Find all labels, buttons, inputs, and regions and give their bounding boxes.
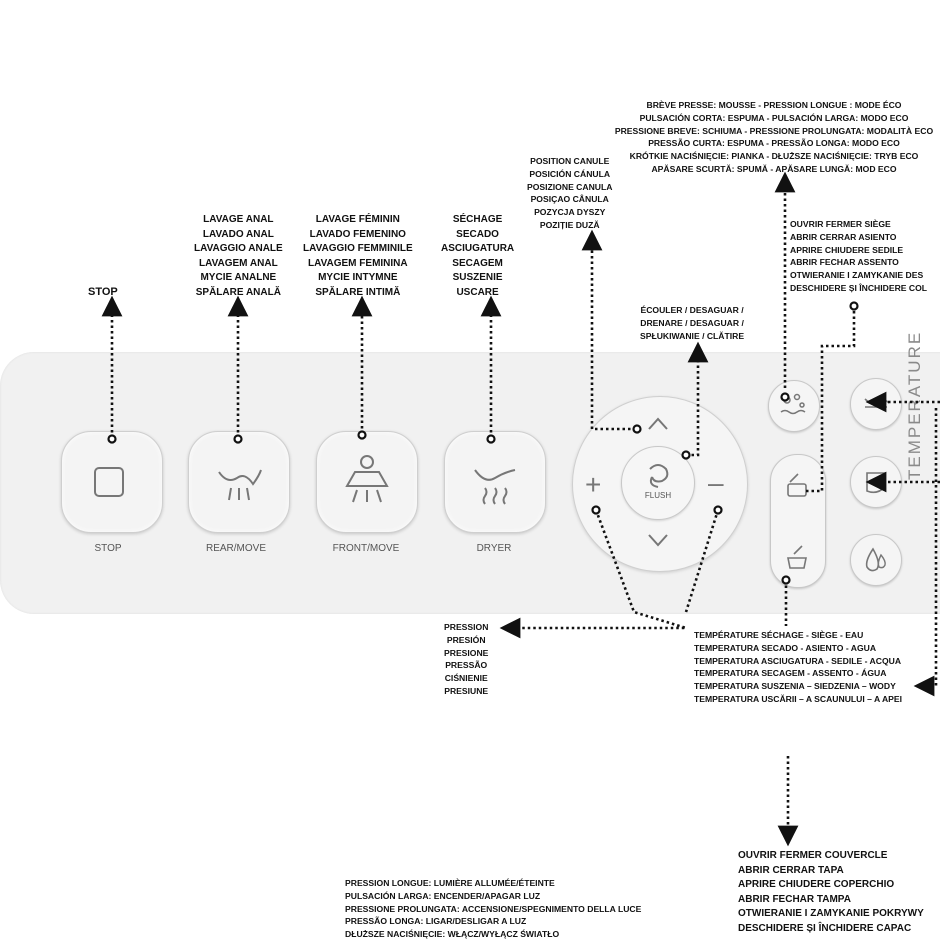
pressure-minus-button[interactable]: – xyxy=(708,467,724,498)
callout-flush: ÉCOULER / DESAGUAR / DRENARE / DESAGUAR … xyxy=(640,305,745,341)
dryer-icon xyxy=(474,469,516,505)
callout-lid: OUVRIR FERMER COUVERCLE ABRIR CERRAR TAP… xyxy=(738,850,924,934)
callout-seat: OUVRIR FERMER SIÈGE ABRIR CERRAR ASIENTO… xyxy=(790,219,928,293)
nozzle-down-button[interactable] xyxy=(646,528,670,554)
flush-button[interactable]: FLUSH xyxy=(621,446,695,520)
front-wash-caption: FRONT/MOVE xyxy=(332,543,400,554)
lid-button[interactable] xyxy=(772,532,822,582)
callout-feminine-wash: LAVAGE FÉMININ LAVADO FEMENINO LAVAGGIO … xyxy=(303,214,413,298)
stop-button-caption: STOP xyxy=(94,543,122,554)
lid-open-icon xyxy=(787,545,807,569)
stop-button[interactable] xyxy=(61,431,163,533)
seat-open-icon xyxy=(787,473,807,497)
callout-drying: SÉCHAGE SECADO ASCIUGATURA SECAGEM SUSZE… xyxy=(441,214,515,298)
flush-label: FLUSH xyxy=(644,491,672,500)
callout-anal-wash: LAVAGE ANAL LAVADO ANAL LAVAGGIO ANALE L… xyxy=(194,214,283,298)
seat-button[interactable] xyxy=(772,462,822,512)
front-wash-icon xyxy=(345,455,389,503)
chevron-up-icon xyxy=(648,417,668,430)
temperature-vertical-label: TEMPERATURE xyxy=(905,330,924,480)
dryer-button[interactable] xyxy=(444,431,546,533)
callout-temperature: TEMPÉRATURE SÉCHAGE - SIÈGE - EAU TEMPER… xyxy=(694,630,903,704)
rear-wash-button[interactable] xyxy=(188,431,290,533)
water-temperature-button[interactable] xyxy=(850,534,902,586)
swirl-icon xyxy=(649,464,669,488)
foam-icon xyxy=(780,393,806,415)
rear-wash-caption: REAR/MOVE xyxy=(205,543,266,554)
dryer-caption: DRYER xyxy=(476,543,512,554)
callout-foam-eco: BRÈVE PRESSE: MOUSSE - PRESSION LONGUE :… xyxy=(614,100,934,174)
rear-wash-icon xyxy=(218,469,262,501)
stop-icon xyxy=(94,467,124,497)
water-drop-icon xyxy=(865,547,886,572)
chevron-down-icon xyxy=(648,534,668,547)
callout-light: PRESSION LONGUE: LUMIÈRE ALLUMÉE/ÉTEINTE… xyxy=(345,878,642,940)
seat-temp-icon xyxy=(866,472,886,494)
seat-temperature-button[interactable] xyxy=(850,456,902,508)
pressure-plus-button[interactable]: + xyxy=(585,469,602,500)
dryer-temp-icon xyxy=(864,398,890,408)
front-wash-button[interactable] xyxy=(316,431,418,533)
callout-nozzle-position: POSITION CANULE POSICIÓN CÁNULA POSIZION… xyxy=(527,156,613,230)
foam-button[interactable] xyxy=(768,380,820,432)
callout-stop: STOP xyxy=(88,286,118,298)
dryer-temperature-button[interactable] xyxy=(850,378,902,430)
callout-pressure: PRESSION PRESIÓN PRESIONE PRESSÃO CIŚNIE… xyxy=(444,622,489,696)
nozzle-up-button[interactable] xyxy=(646,412,670,438)
